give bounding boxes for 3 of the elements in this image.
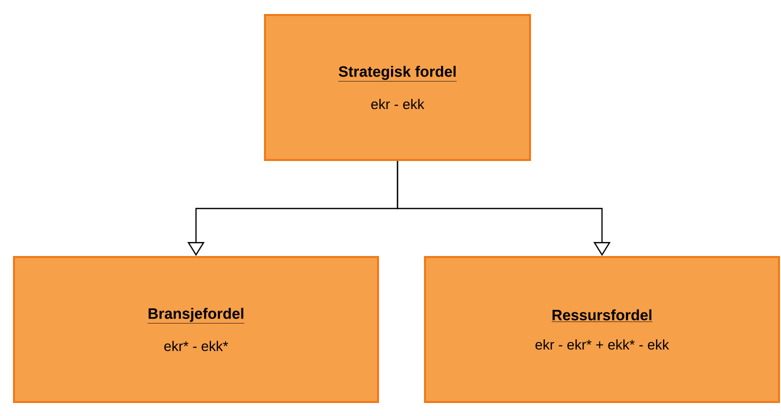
process-box: Ressursfordel ekr - ekr* + ekk* - ekk — [424, 256, 780, 403]
process-box: Bransjefordel ekr* - ekk* — [13, 256, 379, 403]
process-box: Strategisk fordel ekr - ekk — [264, 14, 531, 161]
